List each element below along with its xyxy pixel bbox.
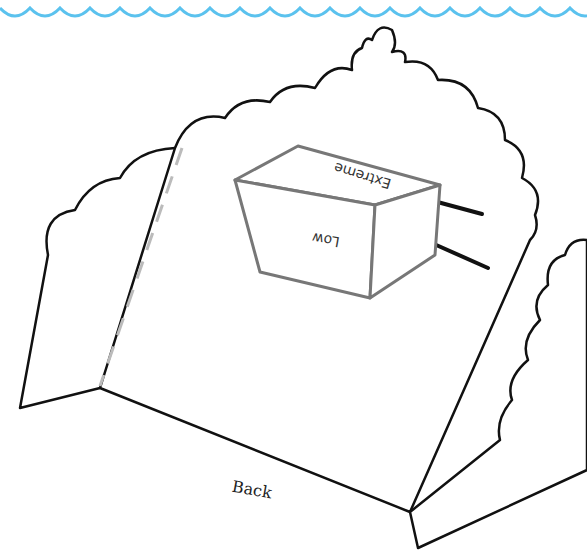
cuboid-face: [370, 185, 440, 298]
cuboid-box: ExtremeLow: [230, 140, 445, 305]
wave-border: [0, 8, 587, 16]
fold-line: [100, 148, 182, 386]
cloud-card-panel: [100, 28, 538, 512]
right-flap: [410, 240, 587, 548]
side-label: Back: [231, 477, 274, 503]
stick: [434, 244, 488, 268]
cuboid-face: [235, 180, 375, 298]
box-text: Low: [311, 231, 341, 250]
